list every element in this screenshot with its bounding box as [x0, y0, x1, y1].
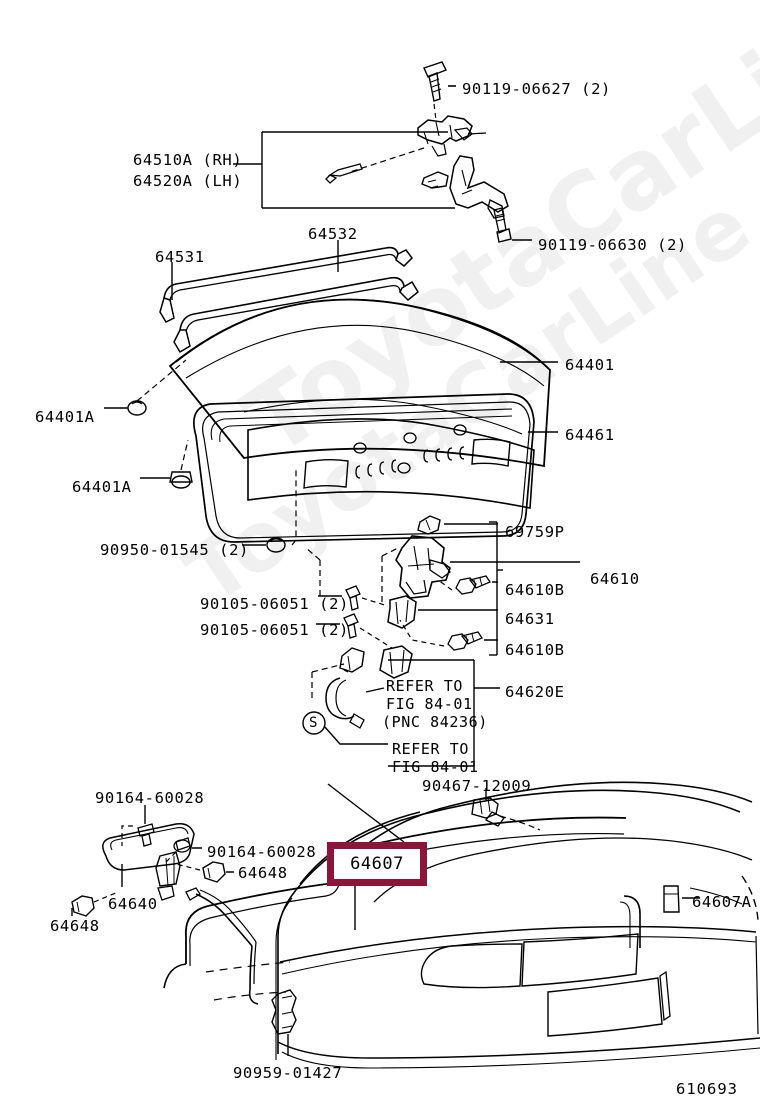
bolt-90105-06051-upper-icon: [345, 585, 361, 611]
callout-64620E: 64620E: [505, 683, 565, 701]
callout-90119-06627: 90119-06627 (2): [462, 80, 611, 98]
callout-64648-left: 64648: [50, 917, 100, 935]
callout-64610B-upper: 64610B: [505, 581, 565, 599]
bolt-90164-60028-upper-icon: [121, 823, 155, 847]
symbol-s-marker: S: [309, 715, 319, 731]
bolt-90119-06627-icon: [423, 61, 447, 121]
refer-block-1-line-2: FIG 84-01: [386, 695, 473, 713]
callout-64610B-lower: 64610B: [505, 641, 565, 659]
callout-64648-top: 64648: [238, 864, 288, 882]
key-cylinder-64620E-icon: [325, 647, 365, 729]
callout-64610: 64610: [590, 570, 640, 588]
callout-90959-01427: 90959-01427: [233, 1064, 343, 1082]
clamp-90959-01427-icon: [271, 989, 297, 1035]
stay-64532-icon: [421, 155, 509, 219]
callout-90467-12009: 90467-12009: [422, 777, 532, 795]
refer-block-1-line-3: (PNC 84236): [382, 713, 488, 731]
refer-block-2-line-2: FIG 84-01: [392, 758, 479, 776]
callout-90105-06051-upper: 90105-06051 (2): [200, 595, 349, 613]
trunk-lock-64610-icon: [395, 535, 451, 599]
callout-90164-60028-lower: 90164-60028: [207, 843, 317, 861]
callout-64520A: 64520A (LH): [133, 172, 243, 190]
clip-69759P-icon: [417, 515, 441, 535]
screw-64610B-lower-icon: [447, 631, 483, 651]
refer-block-1-line-1: REFER TO: [386, 677, 464, 695]
callout-90105-06051-lower: 90105-06051 (2): [200, 621, 349, 639]
bolt-90119-06630-icon: [493, 207, 512, 243]
highlighted-part-64607[interactable]: 64607: [327, 842, 427, 886]
callout-90164-60028-upper: 90164-60028: [95, 789, 205, 807]
clip-64401A-upper-icon: [127, 359, 187, 416]
screw-64610B-upper-icon: [455, 575, 491, 595]
callout-64607A: 64607A: [692, 893, 752, 911]
bolt-90105-06051-lower-icon: [343, 613, 359, 639]
release-cable-icon: [185, 887, 259, 1005]
callout-64401A-upper: 64401A: [35, 408, 95, 426]
refer-block-2-line-1: REFER TO: [392, 740, 470, 758]
callout-90119-06630: 90119-06630 (2): [538, 236, 687, 254]
weatherstrip-64461-icon: [193, 393, 535, 543]
callout-64461: 64461: [565, 426, 615, 444]
callout-64532: 64532: [308, 225, 358, 243]
bolt-90164-60028-lower-icon: [165, 837, 191, 863]
clip-64401A-lower-icon: [169, 439, 193, 489]
callout-69759P: 69759P: [505, 523, 565, 541]
grommet-64648-top-icon: [202, 861, 226, 883]
rear-body-outline-icon: [275, 781, 760, 1069]
callout-64640: 64640: [108, 895, 158, 913]
release-lever-64640-icon: [102, 822, 195, 901]
striker-64631-icon: [387, 595, 417, 629]
trunk-hinge-64510A-icon: [417, 115, 487, 157]
callout-64510A: 64510A (RH): [133, 151, 243, 169]
callout-90950-01545: 90950-01545 (2): [100, 541, 249, 559]
highlighted-part-number: 64607: [350, 854, 404, 874]
clip-64607A-icon: [663, 885, 680, 913]
callout-64631: 64631: [505, 610, 555, 628]
grommet-64648-left-icon: [71, 895, 95, 917]
callout-64531: 64531: [155, 248, 205, 266]
callout-64401: 64401: [565, 356, 615, 374]
torsion-bar-64532-icon: [173, 276, 419, 354]
figure-number: 610693: [676, 1080, 738, 1098]
clip-90950-01545-icon: [266, 537, 286, 553]
callout-64401A-lower: 64401A: [72, 478, 132, 496]
